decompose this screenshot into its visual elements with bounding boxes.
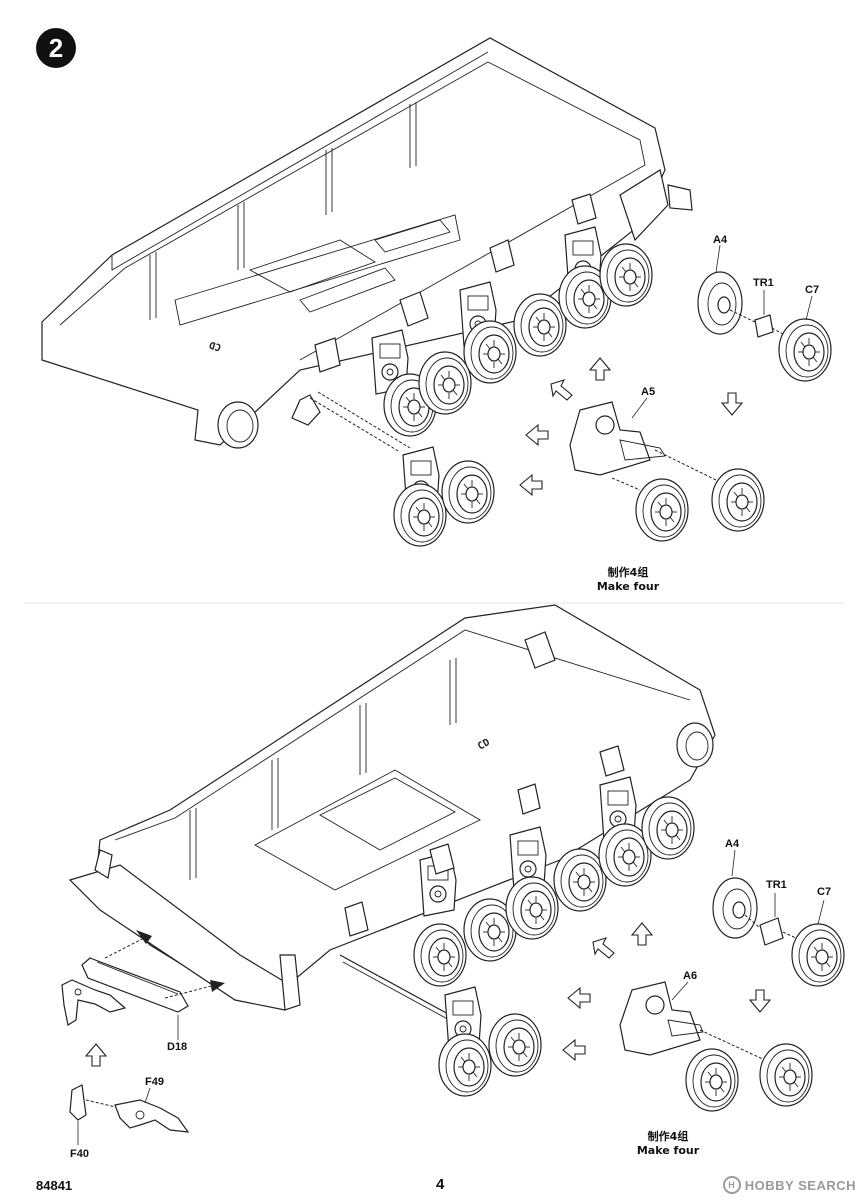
upper-road-wheels [291, 193, 653, 437]
lower-caption-cn: 制作4组 [647, 1130, 689, 1143]
upper-caption: 制作4组 Make four [588, 566, 668, 594]
label-upper-a4: A4 [713, 234, 728, 246]
upper-hull-marking: CD [208, 338, 223, 352]
label-lower-tr1: TR1 [766, 879, 787, 891]
label-lower-f40: F40 [70, 1148, 89, 1160]
lower-subassembly [61, 849, 845, 1145]
label-lower-f49: F49 [145, 1076, 164, 1088]
label-upper-c7: C7 [805, 284, 820, 296]
upper-caption-cn: 制作4组 [607, 566, 649, 579]
label-lower-a4: A4 [725, 838, 740, 850]
watermark: H HOBBY SEARCH [722, 1176, 856, 1194]
kit-number: 84841 [36, 1178, 73, 1193]
label-lower-d18: D18 [167, 1041, 188, 1053]
lower-caption-en: Make four [636, 1144, 700, 1157]
watermark-text: HOBBY SEARCH [744, 1177, 856, 1193]
lower-hull: CD [68, 604, 716, 1011]
lower-road-wheels [344, 745, 695, 987]
label-lower-a6: A6 [683, 970, 698, 982]
label-lower-c7: C7 [817, 886, 832, 898]
page-number: 4 [436, 1176, 445, 1193]
lower-caption: 制作4组 Make four [628, 1130, 708, 1158]
upper-caption-en: Make four [596, 580, 660, 593]
watermark-logo-icon: H [722, 1176, 741, 1194]
label-upper-tr1: TR1 [753, 277, 774, 289]
upper-hull: CD [41, 37, 693, 449]
label-upper-a5: A5 [641, 386, 656, 398]
upper-subassembly [309, 244, 832, 547]
lower-hull-marking: CD [476, 737, 492, 753]
step-number-badge: 2 [36, 28, 76, 68]
